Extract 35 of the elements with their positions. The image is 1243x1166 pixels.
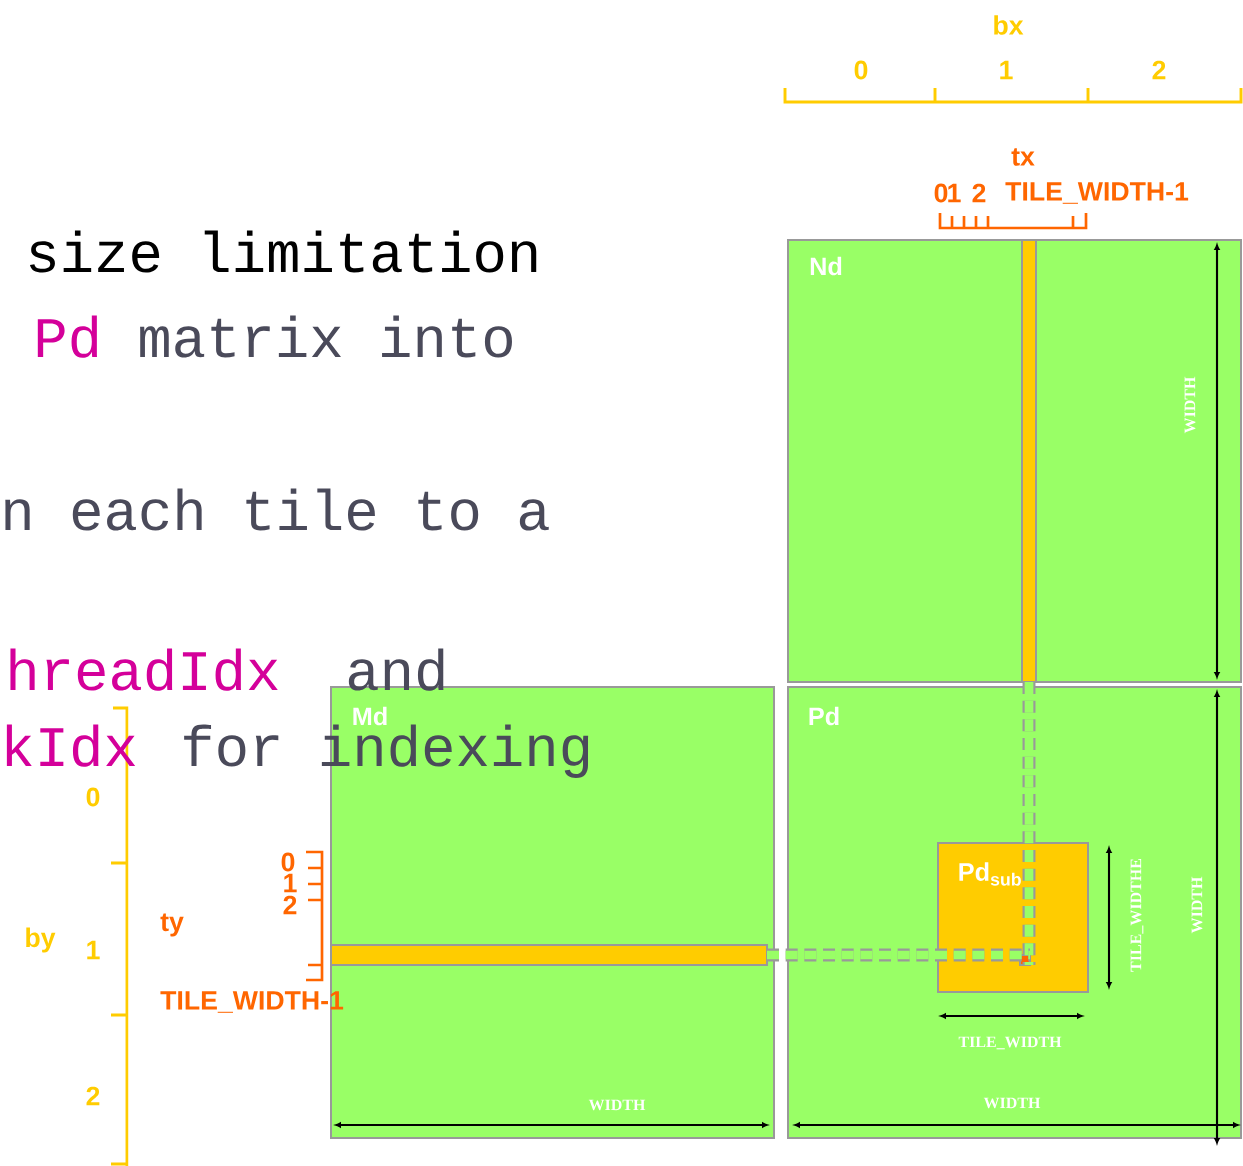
body-text: and [348,648,444,691]
tile-box: Pd$_{sub}$ [937,842,1089,993]
tick-label: 0 [934,183,948,203]
dimension-label: WIDTH [983,1097,1041,1109]
tick-label: 1 [284,873,297,893]
body-text: n each tile to a [5,488,549,531]
tick-label: 2 [972,183,986,203]
tick-label: 2 [86,1086,100,1106]
strip-bar [1021,239,1037,683]
tick-label: TILE_WIDTH-1 [1005,182,1189,204]
tick-label: 0 [854,60,868,80]
tick-label: 2 [1152,60,1166,80]
tick-label: 1 [87,940,100,960]
tick-label: 0 [281,852,295,872]
element-square [1019,954,1031,966]
tick-label: 2 [283,895,297,915]
dimension-label: WIDTH [1191,876,1203,934]
body-text: matrix into [140,315,512,358]
tick-label: 1 [948,183,961,203]
tick-label: 0 [86,787,100,807]
dimension-label: WIDTH [588,1099,646,1111]
dimension-label: TILE_WIDTH [958,1036,1062,1050]
axis-label: bx [994,15,1024,35]
tick-label: 1 [1000,60,1013,80]
strip-bar [330,944,768,966]
dashed-connector [767,948,1030,962]
dashed-connector [1022,682,1036,965]
code-text: hreadIdx [10,648,278,691]
axis-label: tx [1011,148,1035,166]
code-text: Pd [37,315,98,358]
body-text: size limitation [29,230,537,273]
axis-label: by [26,927,56,953]
dimension-label: WIDTH [1184,376,1196,434]
axis-label: ty [160,913,184,937]
dimension-label: TILE_WIDTHE [1130,858,1144,972]
